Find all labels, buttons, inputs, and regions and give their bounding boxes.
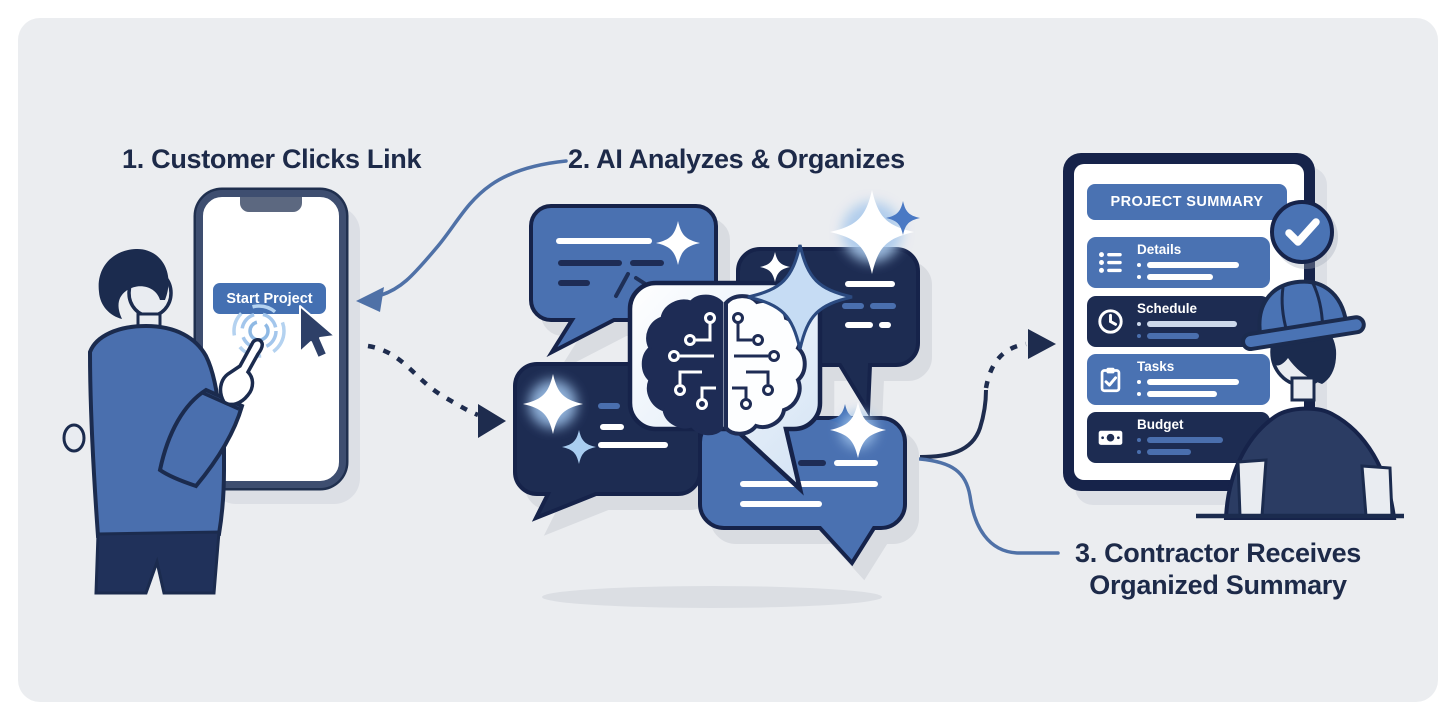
clock-icon xyxy=(1098,309,1123,334)
placeholder-line xyxy=(1137,333,1199,339)
placeholder-line xyxy=(1137,379,1239,385)
row-label: Tasks xyxy=(1137,359,1175,374)
row-label: Details xyxy=(1137,242,1182,257)
placeholder-line xyxy=(1137,449,1191,455)
summary-row-schedule[interactable]: Schedule xyxy=(1087,296,1270,347)
summary-row-details[interactable]: Details xyxy=(1087,237,1270,288)
step3-title: 3. Contractor Receives Organized Summary xyxy=(1068,537,1368,601)
summary-row-budget[interactable]: Budget xyxy=(1087,412,1270,463)
list-icon xyxy=(1099,252,1122,273)
approved-check-badge xyxy=(1270,200,1334,264)
start-project-button[interactable]: Start Project xyxy=(213,283,326,314)
clipboard-check-icon xyxy=(1100,367,1121,393)
row-label: Budget xyxy=(1137,417,1184,432)
step2-title: 2. AI Analyzes & Organizes xyxy=(568,144,905,174)
project-summary-header: PROJECT SUMMARY xyxy=(1087,184,1287,220)
project-summary-tablet: PROJECT SUMMARY Details Schedule xyxy=(1063,153,1334,491)
placeholder-line xyxy=(1137,321,1237,327)
phone-notch xyxy=(240,197,302,212)
smartphone: Start Project xyxy=(196,190,346,488)
checkmark-icon xyxy=(1285,218,1320,246)
banknote-icon xyxy=(1098,430,1123,445)
step3-title-line1: 3. Contractor Receives xyxy=(1074,538,1362,568)
placeholder-line xyxy=(1137,391,1217,397)
placeholder-line xyxy=(1137,437,1223,443)
placeholder-line xyxy=(1137,274,1213,280)
placeholder-line xyxy=(1137,262,1239,268)
row-label: Schedule xyxy=(1137,301,1198,316)
step3-title-line2: Organized Summary xyxy=(1089,570,1347,600)
step1-title: 1. Customer Clicks Link xyxy=(122,144,422,174)
summary-row-tasks[interactable]: Tasks xyxy=(1087,354,1270,405)
